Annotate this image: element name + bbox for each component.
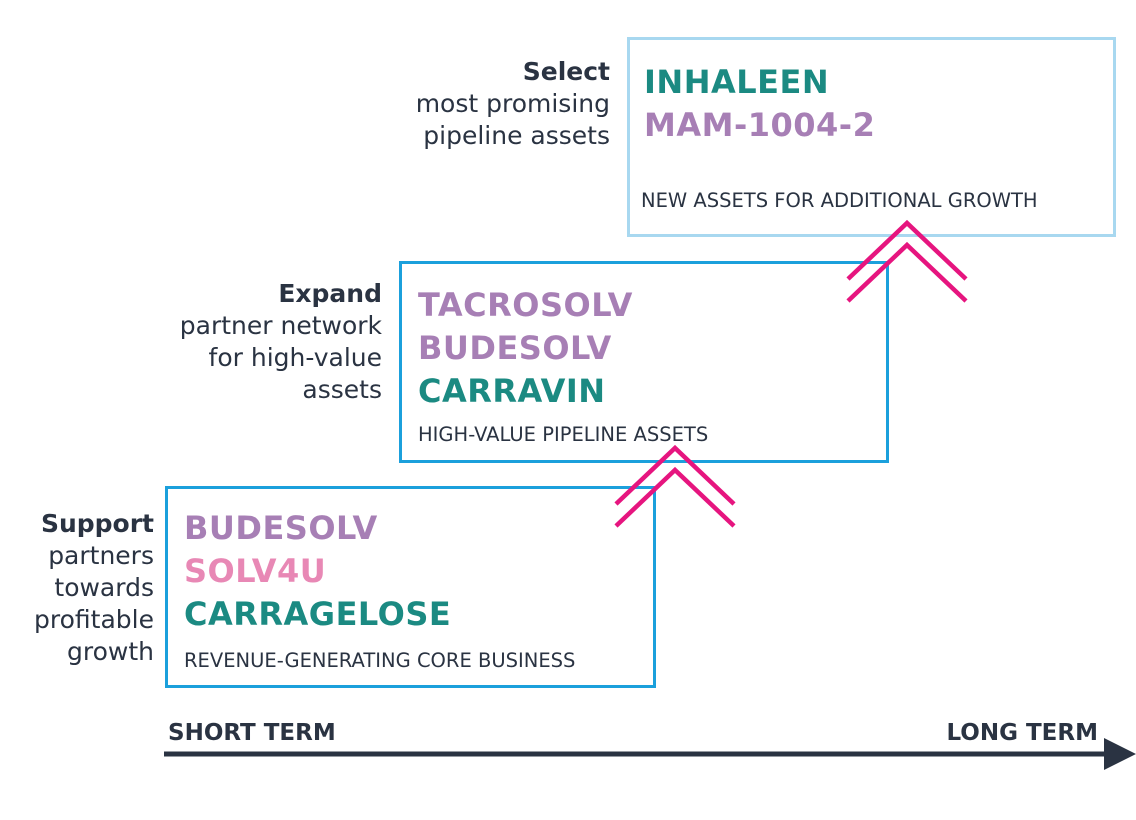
tier-select-text: most promising pipeline assets bbox=[415, 89, 610, 150]
tier-select-box: INHALEEN MAM-1004-2 NEW ASSETS FOR ADDIT… bbox=[627, 37, 1116, 237]
timeline-arrow bbox=[164, 738, 1136, 770]
asset-budesolv: BUDESOLV bbox=[418, 329, 612, 367]
tier-expand-assets: TACROSOLV BUDESOLV CARRAVIN bbox=[418, 284, 633, 413]
chevron-up-icon bbox=[846, 219, 968, 303]
tier-select-caption: NEW ASSETS FOR ADDITIONAL GROWTH bbox=[641, 189, 1038, 212]
chevron-up-icon bbox=[614, 444, 736, 528]
tier-support-box: BUDESOLV SOLV4U CARRAGELOSE REVENUE-GENE… bbox=[165, 486, 656, 688]
tier-support-caption: REVENUE-GENERATING CORE BUSINESS bbox=[184, 649, 576, 672]
tier-expand-caption: HIGH-VALUE PIPELINE ASSETS bbox=[418, 423, 709, 446]
tier-select-description: Select most promising pipeline assets bbox=[380, 56, 610, 152]
tier-select-verb: Select bbox=[522, 57, 610, 86]
asset-budesolv-core: BUDESOLV bbox=[184, 509, 378, 547]
tier-select-assets: INHALEEN MAM-1004-2 bbox=[644, 61, 875, 147]
tier-expand-text: partner network for high-value assets bbox=[179, 311, 382, 404]
asset-tacrosolv: TACROSOLV bbox=[418, 286, 633, 324]
asset-carravin: CARRAVIN bbox=[418, 372, 606, 410]
tier-support-assets: BUDESOLV SOLV4U CARRAGELOSE bbox=[184, 507, 451, 636]
asset-mam-1004-2: MAM-1004-2 bbox=[644, 106, 876, 144]
tier-support-text: partners towards profitable growth bbox=[34, 541, 154, 666]
tier-expand-verb: Expand bbox=[278, 279, 382, 308]
tier-support-description: Support partners towards profitable grow… bbox=[0, 508, 154, 668]
tier-support-verb: Support bbox=[40, 509, 154, 538]
asset-inhaleen: INHALEEN bbox=[644, 63, 830, 101]
timeline-start-label: SHORT TERM bbox=[168, 720, 336, 746]
asset-carragelose: CARRAGELOSE bbox=[184, 595, 452, 633]
timeline-end-label: LONG TERM bbox=[946, 720, 1098, 746]
tier-expand-description: Expand partner network for high-value as… bbox=[142, 278, 382, 406]
tier-expand-box: TACROSOLV BUDESOLV CARRAVIN HIGH-VALUE P… bbox=[399, 261, 889, 463]
asset-solv4u: SOLV4U bbox=[184, 552, 327, 590]
